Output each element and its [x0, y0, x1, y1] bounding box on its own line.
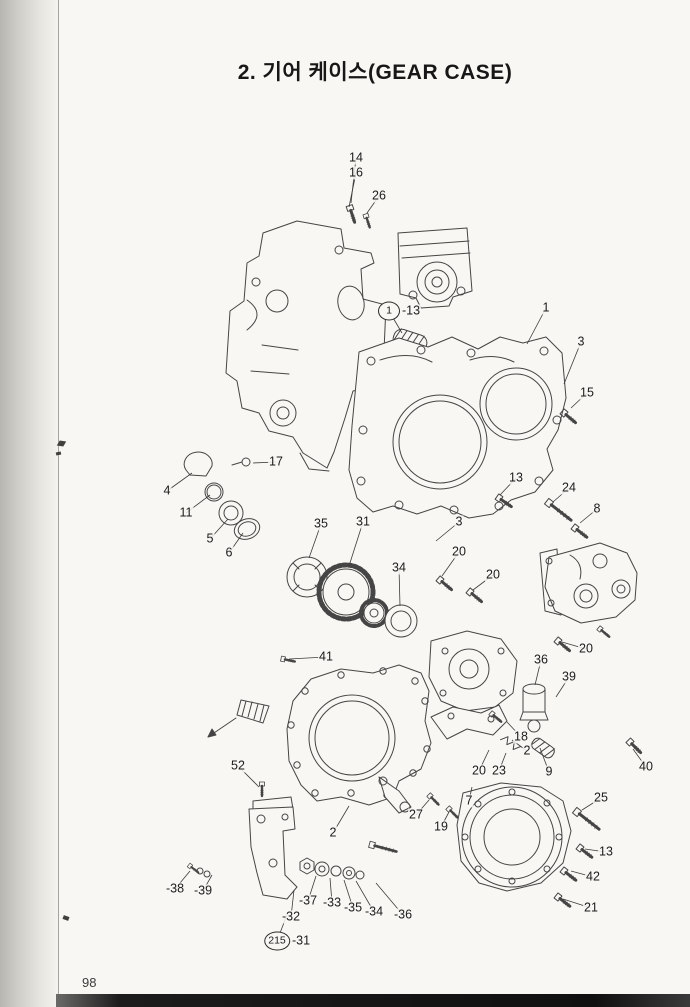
idler-gear-set: [286, 556, 418, 638]
lever: [378, 776, 412, 814]
plug-cone: [207, 699, 270, 738]
breather-assembly: [519, 683, 556, 759]
gasket: [430, 704, 508, 740]
front-cover: [286, 664, 432, 806]
gear-case-body: [348, 336, 567, 519]
page-title: 2. 기어 케이스(GEAR CASE): [237, 61, 513, 84]
scan-edge-shadow: [0, 0, 59, 1007]
center-housing: [428, 630, 518, 712]
cap-and-seal-parts: [183, 451, 261, 540]
washer-stack: [299, 857, 365, 880]
starter-motor: [397, 227, 473, 309]
hydraulic-pump: [539, 542, 638, 624]
mounting-bracket: [248, 796, 298, 900]
scan-bottom-edge: [56, 994, 690, 1007]
rear-cover: [456, 782, 572, 892]
page-number: 98: [82, 975, 97, 990]
engine-block: [225, 220, 387, 472]
